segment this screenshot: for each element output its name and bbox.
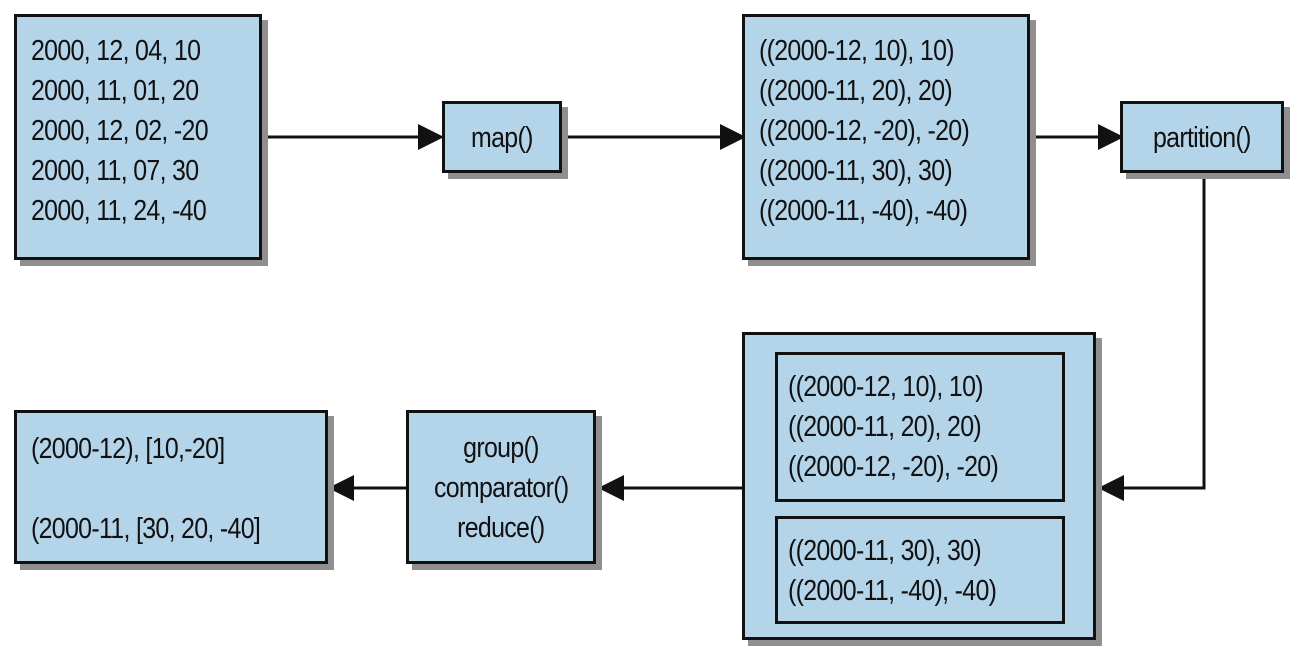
arrow-partition-to-partitions bbox=[1098, 172, 1206, 501]
reduce-stage-box: group() comparator() reduce() bbox=[406, 410, 596, 564]
input-record: 2000, 11, 24, -40 bbox=[31, 195, 207, 227]
partition-group-2: ((2000-11, 30), 30) ((2000-11, -40), -40… bbox=[775, 516, 1065, 624]
output-records-box: (2000-12), [10,-20] (2000-11, [30, 20, -… bbox=[14, 410, 328, 564]
partition-group-1: ((2000-12, 10), 10) ((2000-11, 20), 20) … bbox=[775, 352, 1065, 502]
map-function-label: map() bbox=[471, 122, 533, 154]
arrow-map-to-mapped bbox=[562, 124, 746, 150]
partition-pair: ((2000-11, 20), 20) bbox=[788, 411, 982, 443]
partition-function-box: partition() bbox=[1120, 101, 1284, 173]
input-record: 2000, 12, 04, 10 bbox=[31, 35, 201, 67]
partition-pair: ((2000-12, -20), -20) bbox=[788, 451, 999, 483]
arrow-reduce-to-output bbox=[328, 475, 408, 501]
mapped-pairs-list: ((2000-12, 10), 10) ((2000-11, 20), 20) … bbox=[759, 31, 970, 231]
output-record: (2000-11, [30, 20, -40] bbox=[31, 513, 261, 545]
output-record: (2000-12), [10,-20] bbox=[31, 433, 225, 465]
partitions-container: ((2000-12, 10), 10) ((2000-11, 20), 20) … bbox=[742, 332, 1096, 640]
input-records-box: 2000, 12, 04, 10 2000, 11, 01, 20 2000, … bbox=[14, 14, 262, 260]
mapped-pair: ((2000-12, 10), 10) bbox=[759, 35, 955, 67]
mapped-pair: ((2000-11, 30), 30) bbox=[759, 155, 953, 187]
mapped-pair: ((2000-11, -40), -40) bbox=[759, 195, 968, 227]
arrow-mapped-to-partition bbox=[1030, 124, 1124, 150]
group-function-label: group() bbox=[463, 432, 539, 464]
input-record: 2000, 12, 02, -20 bbox=[31, 115, 209, 147]
comparator-function-label: comparator() bbox=[433, 472, 569, 504]
partition-function-label: partition() bbox=[1153, 122, 1251, 154]
map-function-box: map() bbox=[442, 101, 562, 173]
mapped-pairs-box: ((2000-12, 10), 10) ((2000-11, 20), 20) … bbox=[742, 14, 1030, 260]
arrow-partitions-to-reduce bbox=[598, 475, 744, 501]
input-records-list: 2000, 12, 04, 10 2000, 11, 01, 20 2000, … bbox=[31, 31, 209, 231]
reduce-function-label: reduce() bbox=[457, 512, 545, 544]
partition-pair: ((2000-11, -40), -40) bbox=[788, 575, 997, 607]
mapped-pair: ((2000-11, 20), 20) bbox=[759, 75, 953, 107]
partition-pair: ((2000-12, 10), 10) bbox=[788, 371, 984, 403]
partition-pair: ((2000-11, 30), 30) bbox=[788, 535, 982, 567]
input-record: 2000, 11, 07, 30 bbox=[31, 155, 199, 187]
partition-1-list: ((2000-12, 10), 10) ((2000-11, 20), 20) … bbox=[788, 367, 999, 487]
reduce-stage-list: group() comparator() reduce() bbox=[409, 428, 593, 548]
arrow-input-to-map bbox=[262, 124, 444, 150]
mapped-pair: ((2000-12, -20), -20) bbox=[759, 115, 970, 147]
partition-2-list: ((2000-11, 30), 30) ((2000-11, -40), -40… bbox=[788, 531, 997, 611]
input-record: 2000, 11, 01, 20 bbox=[31, 75, 199, 107]
